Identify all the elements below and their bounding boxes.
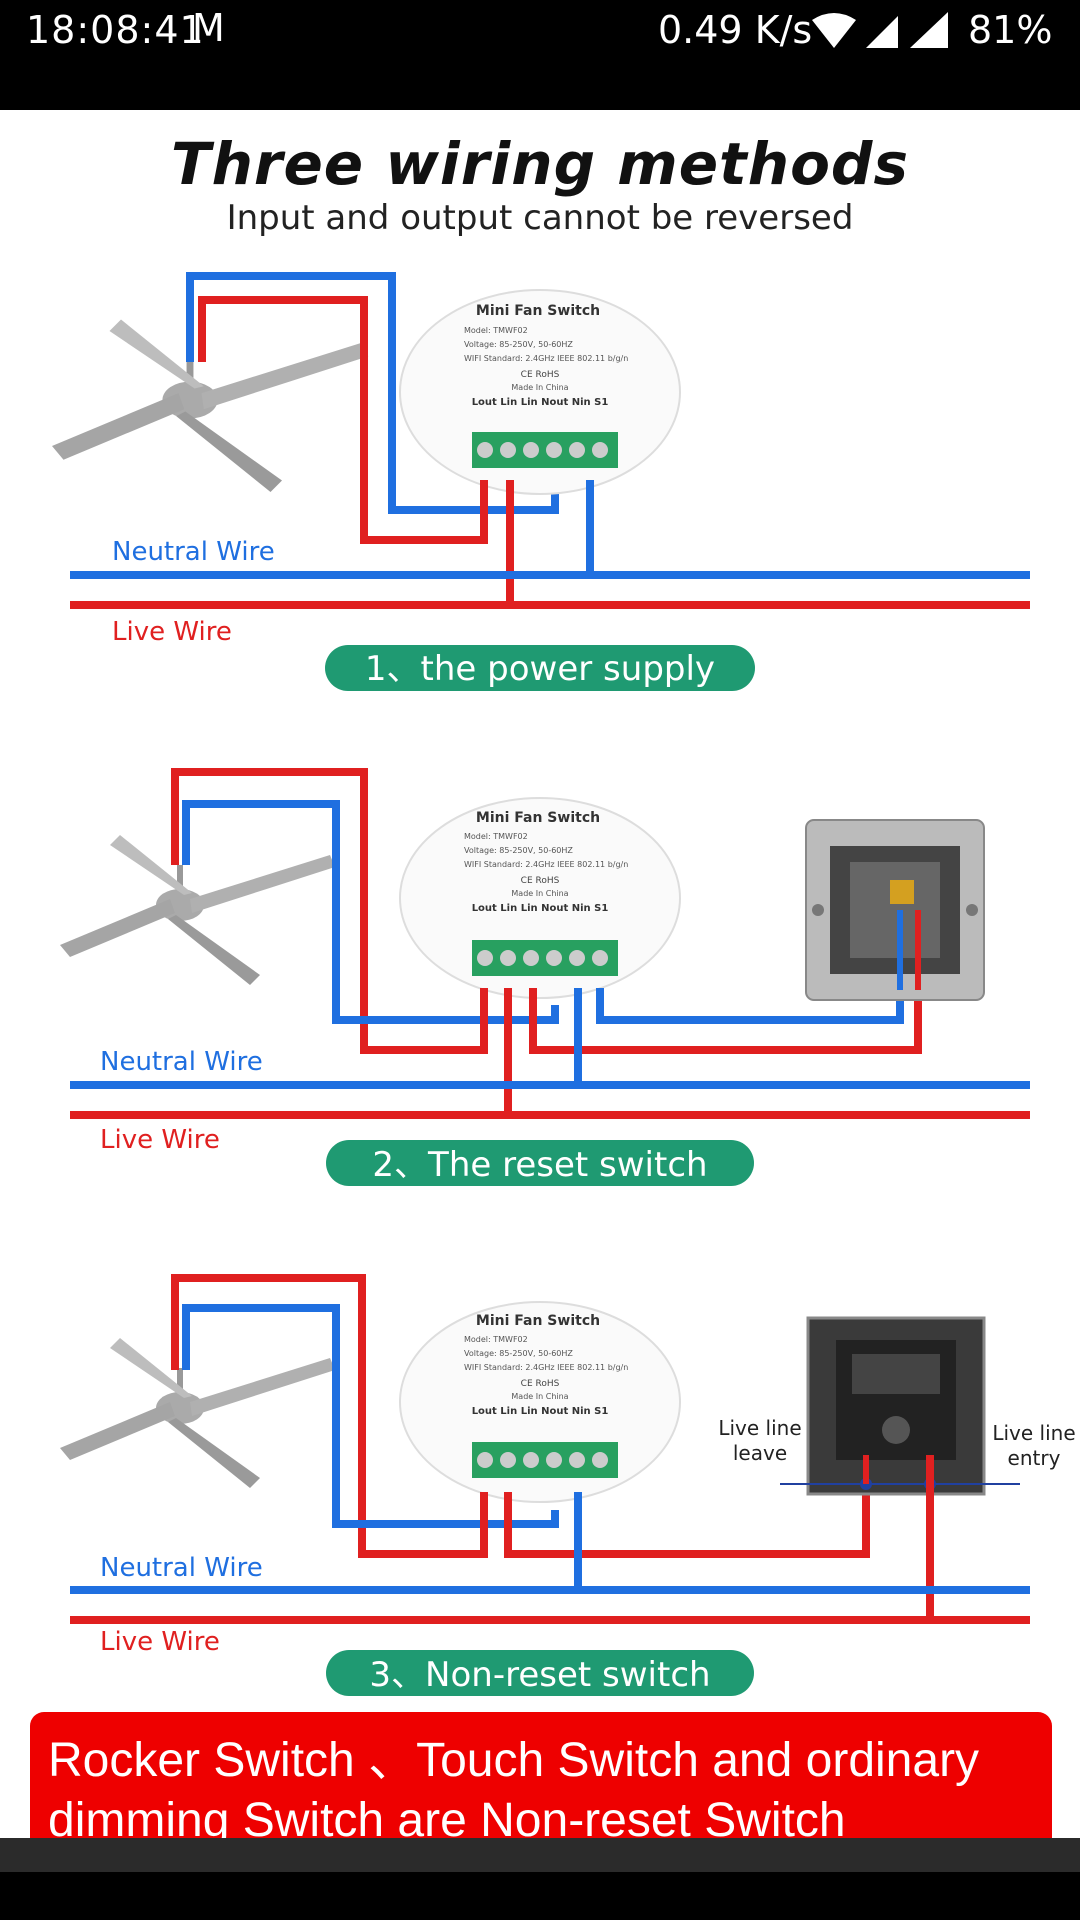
cell-signal-icon-1: [866, 16, 898, 48]
neutral-label-3: Neutral Wire: [100, 1553, 263, 1583]
mini-fan-switch-2: Mini Fan Switch Model: TMWF02 Voltage: 8…: [399, 797, 681, 999]
mini-fan-switch-3: Mini Fan Switch Model: TMWF02 Voltage: 8…: [399, 1301, 681, 1503]
ceiling-fan-3: [60, 1338, 335, 1488]
live-line-leave-label-1: Live line: [718, 1416, 801, 1440]
non-reset-switch-icon: [806, 1316, 986, 1496]
live-label-2: Live Wire: [100, 1125, 220, 1155]
badge-2: [326, 1140, 754, 1186]
status-bar: 18:08:41 M 0.49 K/s 81%: [0, 0, 1080, 110]
live-line-leave-label-2: leave: [733, 1441, 787, 1465]
ceiling-fan-1: [52, 319, 369, 492]
live-label-1: Live Wire: [112, 617, 232, 647]
mini-fan-switch-1: Mini Fan Switch Model: TMWF02 Voltage: 8…: [399, 289, 681, 495]
device-terminals-2: Lout Lin Lin Nout Nin S1: [472, 903, 609, 914]
device-name-1: Mini Fan Switch: [476, 303, 600, 319]
device-voltage-1: Voltage: 85-250V, 50-60HZ: [464, 340, 573, 349]
navigation-bar-edge: [0, 1838, 1080, 1872]
note-line-1: Rocker Switch 、Touch Switch and ordinary: [48, 1734, 979, 1787]
note-banner: Rocker Switch 、Touch Switch and ordinary…: [30, 1712, 1052, 1838]
method-3: Mini Fan Switch Model: TMWF02 Voltage: 8…: [60, 1274, 1076, 1696]
battery-level: 81%: [968, 8, 1053, 52]
device-wifi-3: WIFI Standard: 2.4GHz IEEE 802.11 b/g/n: [464, 1363, 628, 1372]
device-wifi-1: WIFI Standard: 2.4GHz IEEE 802.11 b/g/n: [464, 354, 628, 363]
cell-signal-icon-2: [910, 12, 948, 48]
device-made-in-2: Made In China: [511, 889, 568, 898]
device-certs-2: CE RoHS: [521, 876, 560, 886]
device-certs-3: CE RoHS: [521, 1379, 560, 1389]
device-name-2: Mini Fan Switch: [476, 810, 600, 826]
device-wifi-2: WIFI Standard: 2.4GHz IEEE 802.11 b/g/n: [464, 860, 628, 869]
method-3-label: 3、Non-reset switch: [369, 1655, 710, 1695]
neutral-label-2: Neutral Wire: [100, 1047, 263, 1077]
ceiling-fan-2: [60, 835, 335, 985]
signal-icons: [810, 12, 960, 57]
device-model-2: Model: TMWF02: [464, 832, 528, 841]
device-made-in-3: Made In China: [511, 1392, 568, 1401]
live-label-3: Live Wire: [100, 1627, 220, 1657]
device-made-in-1: Made In China: [511, 383, 568, 392]
device-voltage-2: Voltage: 85-250V, 50-60HZ: [464, 846, 573, 855]
badge-1: [325, 645, 755, 691]
wiring-diagram: Mini Fan Switch Model: TMWF02 Voltage: 8…: [30, 272, 1076, 1838]
wifi-icon: [812, 13, 856, 48]
method-1-label: 1、the power supply: [365, 649, 715, 689]
device-voltage-3: Voltage: 85-250V, 50-60HZ: [464, 1349, 573, 1358]
gmail-icon: M: [192, 6, 225, 50]
reset-switch-icon: [805, 819, 985, 1001]
method-1: Mini Fan Switch Model: TMWF02 Voltage: 8…: [52, 272, 1030, 691]
method-2-label: 2、The reset switch: [372, 1145, 707, 1185]
network-speed: 0.49 K/s: [658, 8, 813, 52]
neutral-route-1: [186, 272, 559, 514]
device-model-1: Model: TMWF02: [464, 326, 528, 335]
neutral-label-1: Neutral Wire: [112, 537, 275, 567]
device-terminals-1: Lout Lin Lin Nout Nin S1: [472, 397, 609, 408]
neutral-route-2a: [182, 800, 559, 1024]
device-terminals-3: Lout Lin Lin Nout Nin S1: [472, 1406, 609, 1417]
status-time: 18:08:41: [26, 8, 205, 52]
live-line-entry-label-1: Live line: [992, 1421, 1075, 1445]
device-model-3: Model: TMWF02: [464, 1335, 528, 1344]
live-line-entry-label-2: entry: [1008, 1446, 1061, 1470]
method-2: Mini Fan Switch Model: TMWF02 Voltage: 8…: [60, 768, 1030, 1186]
device-certs-1: CE RoHS: [521, 370, 560, 380]
diagram-image: Three wiring methods Input and output ca…: [0, 110, 1080, 1838]
device-name-3: Mini Fan Switch: [476, 1313, 600, 1329]
diagram-subtitle: Input and output cannot be reversed: [226, 198, 854, 238]
neutral-route-3a: [182, 1304, 559, 1528]
badge-3: [326, 1650, 754, 1696]
diagram-title: Three wiring methods: [171, 130, 909, 198]
note-line-2: dimming Switch are Non-reset Switch: [48, 1794, 846, 1838]
